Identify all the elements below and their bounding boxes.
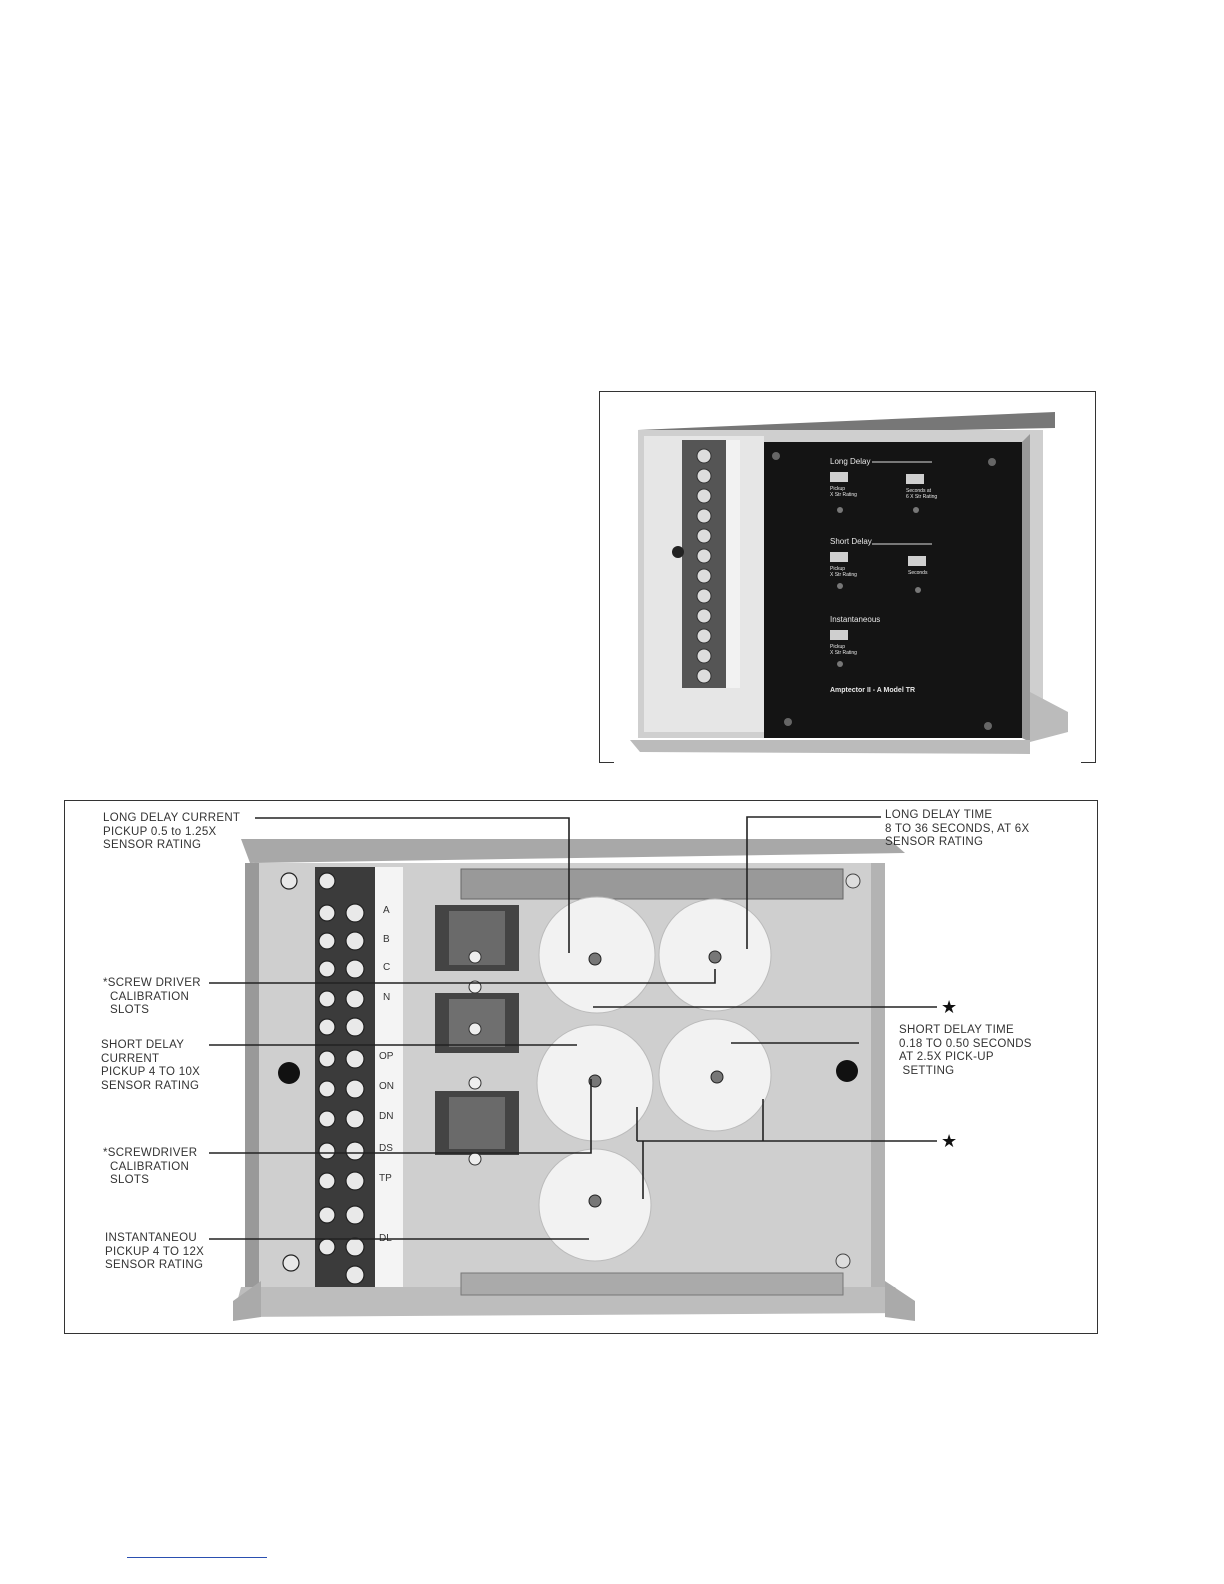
star-marker-2: ★ xyxy=(941,1131,957,1152)
callout-short-delay-current: SHORT DELAY CURRENT PICKUP 4 TO 10X SENS… xyxy=(101,1039,201,1092)
footnote-rule xyxy=(127,1557,267,1558)
terminal-label-n: N xyxy=(383,992,390,1003)
terminal-label-c: C xyxy=(383,962,390,973)
plate-sd-seconds: Seconds xyxy=(908,570,928,576)
relay-photo-drawing: Long Delay Pickup X Str Rating Seconds a… xyxy=(630,412,1068,754)
plate-inst-pickup-sub: X Str Rating xyxy=(830,650,857,656)
terminal-label-tp: TP xyxy=(379,1173,392,1184)
plate-ld-seconds-sub: 6 X Str Rating xyxy=(906,494,937,500)
relay-photo: Long Delay Pickup X Str Rating Seconds a… xyxy=(599,391,1096,763)
terminal-label-on: ON xyxy=(379,1081,394,1092)
callout-screwdriver-slots: *SCREWDRIVER CALIBRATION SLOTS xyxy=(103,1147,198,1186)
callout-short-delay-time: SHORT DELAY TIME 0.18 TO 0.50 SECONDS AT… xyxy=(899,1024,1032,1077)
terminal-label-ds: DS xyxy=(379,1143,393,1154)
annotated-diagram: A B C N OP ON DN DS TP DL xyxy=(64,800,1098,1334)
plate-instantaneous: Instantaneous xyxy=(830,615,880,624)
plate-long-delay: Long Delay xyxy=(830,457,870,466)
plate-ld-pickup: Pickup xyxy=(830,486,845,492)
terminal-label-a: A xyxy=(383,905,390,916)
star-marker-1: ★ xyxy=(941,997,957,1018)
callout-long-delay-current: LONG DELAY CURRENT PICKUP 0.5 to 1.25X S… xyxy=(103,812,241,851)
plate-ld-pickup-sub: X Str Rating xyxy=(830,492,857,498)
terminal-label-dn: DN xyxy=(379,1111,393,1122)
plate-sd-pickup-sub: X Str Rating xyxy=(830,572,857,578)
plate-sd-pickup: Pickup xyxy=(830,566,845,572)
plate-model: Amptector II - A Model TR xyxy=(830,687,915,694)
callout-instantaneous: INSTANTANEOU PICKUP 4 TO 12X SENSOR RATI… xyxy=(105,1232,205,1271)
relay-interior-drawing: A B C N OP ON DN DS TP DL xyxy=(209,816,957,1321)
callout-long-delay-time: LONG DELAY TIME 8 TO 36 SECONDS, AT 6X S… xyxy=(885,809,1030,848)
terminal-label-op: OP xyxy=(379,1051,394,1062)
plate-short-delay: Short Delay xyxy=(830,537,872,546)
terminal-label-b: B xyxy=(383,934,390,945)
plate-inst-pickup: Pickup xyxy=(830,644,845,650)
plate-ld-seconds: Seconds at xyxy=(906,488,932,494)
callout-screw-driver-slots: *SCREW DRIVER CALIBRATION SLOTS xyxy=(103,977,201,1016)
